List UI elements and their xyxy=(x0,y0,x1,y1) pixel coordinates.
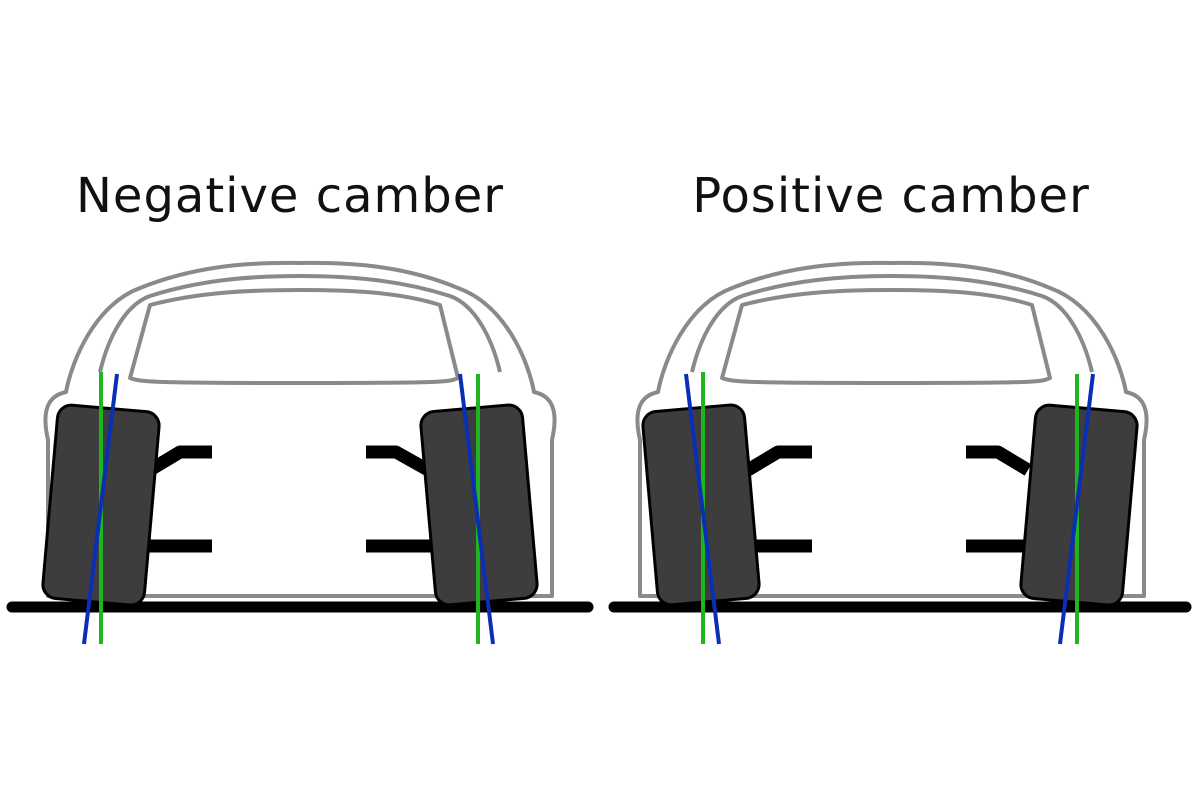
upper-control-arm-left xyxy=(744,445,812,476)
windshield xyxy=(720,288,1052,385)
positive-camber-diagram xyxy=(608,260,1192,645)
car-body-outline xyxy=(43,260,557,598)
car-cabin-outline xyxy=(690,274,1094,373)
upper-control-arm-right xyxy=(966,445,1032,476)
wheel-axis-line-left xyxy=(684,373,721,645)
negative-camber-diagram xyxy=(6,260,594,645)
negative-camber-panel: Negative camber xyxy=(6,168,594,645)
wheel-axis-line-right xyxy=(458,373,495,645)
upper-control-arm-left xyxy=(146,445,212,476)
panel-title-negative: Negative camber xyxy=(76,168,504,224)
panel-title-positive: Positive camber xyxy=(692,168,1090,224)
windshield xyxy=(128,288,460,385)
car-body-outline xyxy=(635,260,1149,598)
positive-camber-panel: Positive camber xyxy=(600,0,1200,800)
car-cabin-outline xyxy=(98,274,502,373)
wheel-axis-line-right xyxy=(1058,373,1095,645)
upper-control-arm-right xyxy=(366,445,432,476)
wheel-axis-line-left xyxy=(82,373,119,645)
